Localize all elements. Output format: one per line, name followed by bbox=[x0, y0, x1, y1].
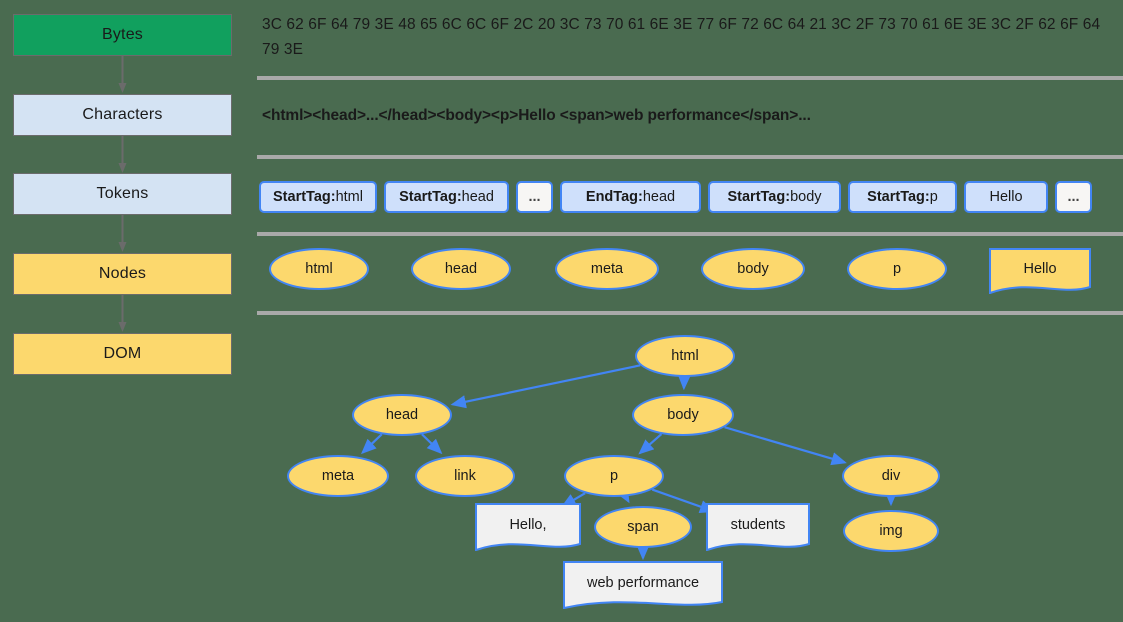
pipeline-stage-label: Nodes bbox=[98, 265, 147, 282]
dom-node-div[interactable]: div bbox=[842, 455, 940, 497]
dom-edge-p-students bbox=[651, 488, 716, 513]
dom-node-label: span bbox=[627, 519, 659, 535]
dom-node-html[interactable]: html bbox=[635, 335, 735, 377]
dom-node-label: p bbox=[609, 468, 619, 484]
nodes-row: html head meta body p Hello bbox=[259, 248, 1123, 298]
dom-node-meta[interactable]: meta bbox=[287, 455, 389, 497]
dom-edge-head-meta bbox=[360, 433, 383, 455]
token-item[interactable]: StartTag: p bbox=[848, 181, 957, 213]
dom-node-label: body bbox=[667, 407, 699, 423]
pipeline-arrow-down-icon bbox=[118, 56, 127, 93]
pipeline-stage-dom[interactable]: DOM bbox=[13, 333, 232, 375]
token-kind: StartTag: bbox=[399, 189, 462, 205]
separator-characters-tokens bbox=[257, 155, 1123, 159]
token-item[interactable]: EndTag: head bbox=[560, 181, 701, 213]
node-body[interactable]: body bbox=[701, 248, 805, 290]
dom-node-head[interactable]: head bbox=[352, 394, 452, 436]
separator-tokens-nodes bbox=[257, 232, 1123, 236]
dom-node-label: img bbox=[879, 523, 903, 539]
pipeline-arrow-down-icon bbox=[118, 215, 127, 252]
dom-node-label: head bbox=[385, 407, 419, 423]
token-kind: EndTag: bbox=[585, 189, 643, 205]
token-kind: StartTag: bbox=[273, 189, 336, 205]
dom-edge-body-p bbox=[638, 433, 663, 455]
node-label: head bbox=[444, 261, 478, 277]
dom-node-label: html bbox=[671, 348, 699, 364]
node-text-hello[interactable]: Hello bbox=[989, 248, 1091, 294]
token-item[interactable]: StartTag: html bbox=[259, 181, 377, 213]
dom-edge-head-link bbox=[421, 433, 443, 455]
token-name: ... bbox=[1067, 189, 1080, 205]
token-name: head bbox=[642, 189, 676, 205]
node-head[interactable]: head bbox=[411, 248, 511, 290]
dom-text-node-webperf[interactable]: web performance bbox=[563, 561, 723, 609]
pipeline-stage-label: DOM bbox=[103, 345, 142, 362]
token-item[interactable]: ... bbox=[516, 181, 553, 213]
pipeline-stage-label: Characters bbox=[82, 106, 163, 123]
dom-edge-body-div bbox=[724, 426, 847, 466]
separator-nodes-dom bbox=[257, 311, 1123, 315]
token-item[interactable]: StartTag: body bbox=[708, 181, 841, 213]
pipeline-stage-characters[interactable]: Characters bbox=[13, 94, 232, 136]
token-item[interactable]: Hello bbox=[964, 181, 1048, 213]
token-name: Hello bbox=[989, 189, 1023, 205]
node-label: Hello bbox=[1023, 260, 1057, 277]
pipeline-stage-nodes[interactable]: Nodes bbox=[13, 253, 232, 295]
token-name: p bbox=[929, 189, 938, 205]
pipeline-arrow-down-icon bbox=[118, 136, 127, 173]
dom-text-node-hello[interactable]: Hello, bbox=[475, 503, 581, 551]
dom-node-link[interactable]: link bbox=[415, 455, 515, 497]
token-kind: StartTag: bbox=[727, 189, 791, 205]
node-meta[interactable]: meta bbox=[555, 248, 659, 290]
dom-node-span[interactable]: span bbox=[594, 506, 692, 548]
token-name: ... bbox=[528, 189, 541, 205]
pipeline-stage-bytes[interactable]: Bytes bbox=[13, 14, 232, 56]
dom-node-img[interactable]: img bbox=[843, 510, 939, 552]
separator-bytes-characters bbox=[257, 76, 1123, 80]
node-label: meta bbox=[590, 261, 624, 277]
characters-markup-text: <html><head>...</head><body><p>Hello <sp… bbox=[262, 107, 811, 124]
dom-node-body[interactable]: body bbox=[632, 394, 734, 436]
token-kind: StartTag: bbox=[867, 189, 930, 205]
dom-edge-html-head bbox=[450, 364, 641, 409]
node-p[interactable]: p bbox=[847, 248, 947, 290]
node-label: p bbox=[892, 261, 902, 277]
pipeline-stage-tokens[interactable]: Tokens bbox=[13, 173, 232, 215]
pipeline-stage-label: Bytes bbox=[101, 26, 143, 43]
pipeline-arrow-down-icon bbox=[118, 295, 127, 332]
dom-node-label: web performance bbox=[586, 574, 700, 591]
dom-node-label: meta bbox=[321, 468, 355, 484]
token-item[interactable]: StartTag: head bbox=[384, 181, 509, 213]
pipeline-stage-label: Tokens bbox=[96, 185, 149, 202]
dom-edge-p-span bbox=[616, 486, 630, 504]
dom-node-label: div bbox=[881, 468, 901, 484]
dom-node-label: Hello, bbox=[509, 516, 547, 533]
node-label: body bbox=[737, 261, 769, 277]
token-name: html bbox=[335, 189, 363, 205]
token-item[interactable]: ... bbox=[1055, 181, 1092, 213]
node-html[interactable]: html bbox=[269, 248, 369, 290]
dom-node-p[interactable]: p bbox=[564, 455, 664, 497]
token-name: body bbox=[790, 189, 822, 205]
dom-text-node-students[interactable]: students bbox=[706, 503, 810, 551]
node-label: html bbox=[305, 261, 333, 277]
dom-node-label: students bbox=[730, 516, 786, 533]
dom-node-label: link bbox=[454, 468, 476, 484]
token-name: head bbox=[461, 189, 494, 205]
bytes-hex-text: 3C 62 6F 64 79 3E 48 65 6C 6C 6F 2C 20 3… bbox=[262, 16, 1101, 58]
